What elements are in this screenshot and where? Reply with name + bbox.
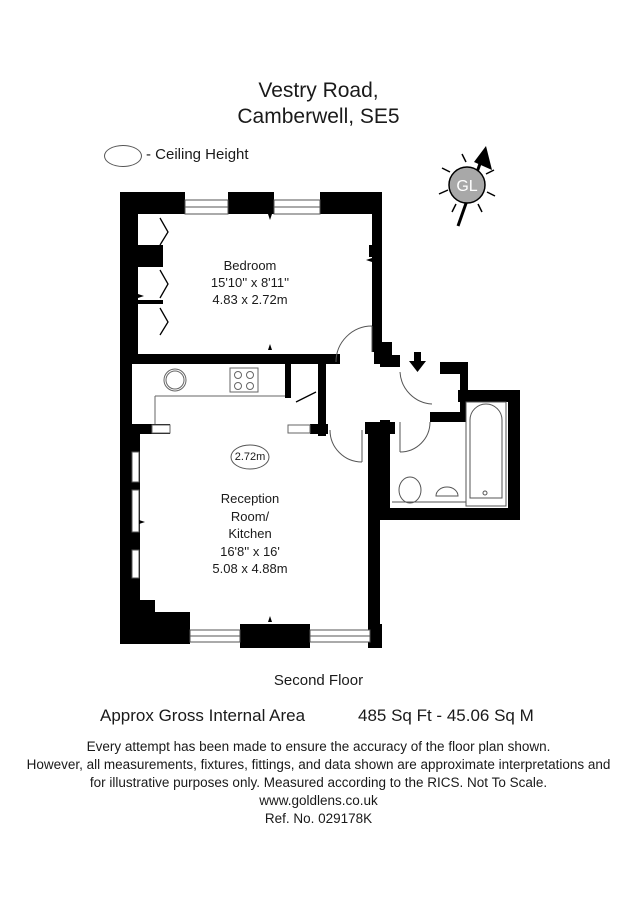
bedroom-label: Bedroom 15'10'' x 8'11'' 4.83 x 2.72m — [190, 257, 310, 308]
north-arrow-compass-icon: GL — [438, 146, 496, 227]
reception-label: Reception Room/ Kitchen 16'8'' x 16' 5.0… — [180, 490, 320, 578]
reception-metric: 5.08 x 4.88m — [212, 561, 288, 576]
ceiling-height-legend-label: - Ceiling Height — [146, 146, 249, 163]
area-value: 485 Sq Ft - 45.06 Sq M — [358, 706, 534, 725]
bedroom-name: Bedroom — [223, 258, 277, 273]
bedroom-metric: 4.83 x 2.72m — [212, 292, 288, 307]
reception-name-2: Room/ — [230, 508, 270, 524]
ceiling-height-legend-oval-icon — [104, 145, 142, 167]
disclaimer-line-3: for illustrative purposes only. Measured… — [89, 775, 548, 790]
website-link[interactable]: www.goldlens.co.uk — [259, 793, 378, 808]
area-label: Approx Gross Internal Area — [100, 706, 306, 725]
address-line-2: Camberwell, SE5 — [237, 105, 400, 128]
reception-name-1: Reception — [220, 491, 280, 506]
reception-name-3: Kitchen — [228, 526, 272, 541]
floor-plan — [120, 192, 520, 648]
disclaimer: Every attempt has been made to ensure th… — [0, 738, 637, 828]
ceiling-height-value: 2.72m — [234, 451, 266, 463]
address-line-1: Vestry Road, — [258, 79, 379, 102]
ceiling-height-marker-icon — [230, 444, 270, 470]
floor-name: Second Floor — [273, 672, 364, 689]
reference-number: Ref. No. 029178K — [264, 811, 373, 826]
disclaimer-line-1: Every attempt has been made to ensure th… — [86, 739, 551, 754]
reception-imperial: 16'8'' x 16' — [220, 543, 280, 559]
disclaimer-line-2: However, all measurements, fixtures, fit… — [26, 757, 611, 772]
bedroom-imperial: 15'10'' x 8'11'' — [210, 275, 290, 290]
compass-logo-text: GL — [456, 178, 477, 195]
